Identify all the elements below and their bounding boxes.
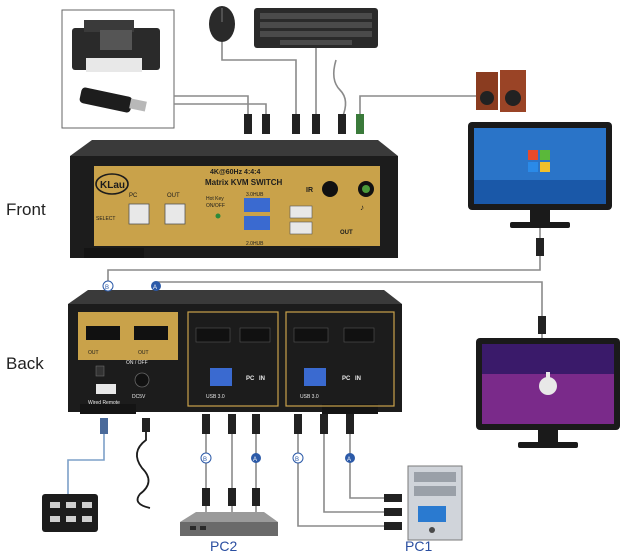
out-hdmi-port-2: OUT (134, 326, 168, 356)
svg-text:OUT: OUT (167, 193, 180, 199)
marker-a-monitor: A (151, 281, 161, 291)
svg-text:OUT: OUT (138, 350, 149, 356)
brand-logo: KLau (95, 173, 129, 195)
marker-a-pc1: A (345, 453, 355, 463)
svg-text:A: A (347, 457, 351, 463)
svg-text:2.0HUB: 2.0HUB (246, 241, 264, 247)
apple-logo-icon (539, 372, 557, 395)
pc2-input-ports: PC IN USB 3.0 (195, 327, 271, 400)
svg-text:B: B (203, 457, 207, 463)
pc1-label: PC1 (405, 538, 433, 554)
svg-text:USB 3.0: USB 3.0 (206, 394, 225, 400)
svg-text:Hot Key: Hot Key (206, 196, 224, 202)
pc-cable-plugs (100, 414, 402, 530)
back-label: Back (6, 354, 44, 373)
remote-cable (67, 430, 105, 494)
monitor-2-plug (538, 316, 546, 334)
svg-text:ON / OFF: ON / OFF (126, 360, 148, 366)
front-out-label: OUT (340, 230, 353, 236)
svg-text:DC5V: DC5V (132, 394, 146, 400)
select-label: SELECT (96, 216, 115, 222)
usb-flash-drive-icon (79, 87, 147, 113)
kvm-title: 4K@60Hz 4:4:4 Matrix KVM SWITCH (205, 169, 283, 187)
svg-text:Wired Remote: Wired Remote (88, 400, 120, 406)
svg-text:Matrix KVM SWITCH: Matrix KVM SWITCH (205, 178, 283, 187)
svg-text:3.0HUB: 3.0HUB (246, 192, 264, 198)
out-select-button[interactable]: OUT (164, 193, 186, 225)
pc-select-button[interactable]: PC (128, 193, 150, 225)
pc2-label: PC2 (210, 538, 238, 554)
svg-text:A: A (153, 285, 157, 291)
windows-logo-icon (528, 150, 550, 172)
front-label: Front (6, 200, 46, 219)
svg-text:4K@60Hz 4:4:4: 4K@60Hz 4:4:4 (210, 169, 261, 176)
printer-icon (72, 20, 160, 72)
marker-b-pc1: B (292, 452, 304, 464)
kvm-back-panel (68, 290, 402, 414)
mini-pc-icon (180, 512, 278, 536)
svg-text:B: B (105, 285, 109, 291)
wired-remote-port: Wired Remote (88, 365, 120, 406)
audio-jack: ♪ (358, 181, 374, 212)
marker-a-pc2: A (251, 453, 261, 463)
keyboard-icon (254, 8, 378, 48)
tower-pc-icon (407, 465, 463, 541)
ir-receiver: IR (306, 181, 338, 197)
svg-text:♪: ♪ (360, 203, 364, 212)
usb-3-ports: 3.0HUB (244, 192, 270, 230)
svg-text:PC: PC (129, 193, 138, 199)
pc-cables (205, 428, 386, 527)
usb-2-ports: 2.0HUB (246, 205, 313, 247)
svg-text:OUT: OUT (88, 350, 99, 356)
svg-text:KLau: KLau (100, 180, 125, 191)
out-hdmi-port-1: OUT (86, 326, 120, 356)
power-cable (136, 428, 151, 509)
marker-b-pc2: B (200, 452, 212, 464)
svg-text:IN: IN (259, 376, 265, 382)
speaker-icon (476, 70, 526, 112)
marker-b-monitor: B (102, 280, 114, 292)
svg-text:PC: PC (342, 376, 351, 382)
svg-text:PC: PC (246, 376, 255, 382)
svg-text:USB 3.0: USB 3.0 (300, 394, 319, 400)
kvm-front-panel (70, 140, 398, 258)
front-usb-plugs (244, 114, 364, 134)
pc1-input-ports: PC IN USB 3.0 (293, 327, 375, 400)
monitor-1-plug (536, 238, 544, 256)
mouse-icon (209, 6, 235, 42)
svg-text:IN: IN (355, 376, 361, 382)
svg-text:A: A (253, 457, 257, 463)
monitor-windows (468, 122, 612, 228)
svg-text:ON/OFF: ON/OFF (206, 203, 225, 209)
svg-text:B: B (295, 457, 299, 463)
wired-remote-icon (42, 494, 98, 532)
hotkey-indicator: Hot Key ON/OFF (206, 196, 225, 219)
power-port: ON / OFF DC5V (126, 360, 150, 400)
svg-text:IR: IR (306, 187, 313, 194)
peripheral-cables (174, 42, 476, 128)
